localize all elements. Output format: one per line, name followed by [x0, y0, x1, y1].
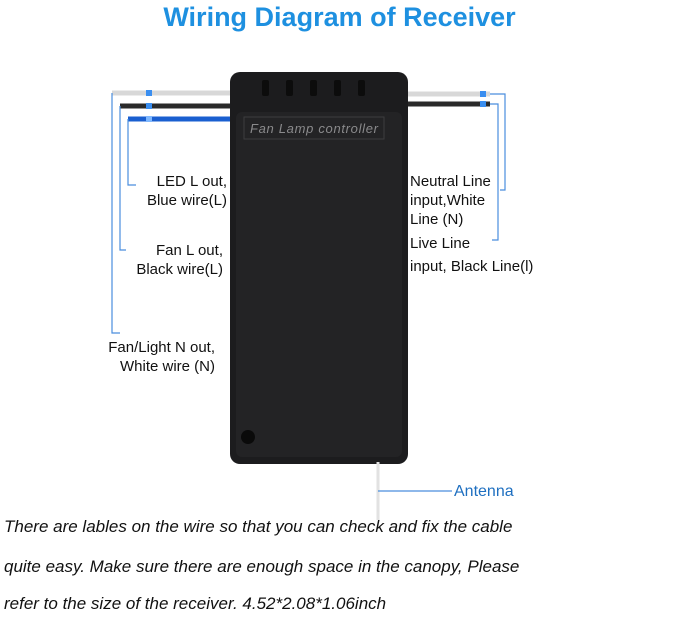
- receiver-device: Fan Lamp controller: [230, 72, 408, 464]
- label-neutral-in-line1: Neutral Line: [410, 173, 491, 190]
- description-line-2: quite easy. Make sure there are enough s…: [4, 557, 520, 576]
- label-live-in-line2: input, Black Line(l): [410, 258, 534, 275]
- description-line-3: refer to the size of the receiver. 4.52*…: [4, 594, 387, 613]
- label-neutral-in: Neutral Line input,White Line (N): [410, 172, 491, 229]
- label-fan-line1: Fan L out,: [156, 242, 223, 259]
- callout-lines-right: [490, 93, 506, 241]
- label-fan-out: Fan L out, Black wire(L): [136, 241, 223, 279]
- label-led-out: LED L out, Blue wire(L): [147, 172, 227, 210]
- diagram-title: Wiring Diagram of Receiver: [163, 2, 516, 32]
- label-led-line1: LED L out,: [156, 173, 227, 190]
- left-wires: [112, 90, 232, 122]
- label-neutral-in-line3: Line (N): [410, 211, 464, 228]
- label-led-line2: Blue wire(L): [146, 192, 227, 209]
- label-live-in-line1: Live Line: [410, 235, 471, 252]
- antenna-port: [241, 430, 255, 444]
- description-line-1: There are lables on the wire so that you…: [4, 517, 513, 536]
- label-neutral-out: Fan/Light N out, White wire (N): [108, 338, 215, 376]
- label-antenna: Antenna: [454, 483, 514, 500]
- label-neutral-in-line2: input,White: [410, 192, 486, 209]
- wiring-diagram: Fan Lamp controller: [111, 72, 506, 520]
- device-label-plate: [243, 116, 385, 140]
- callout-lines-left: [111, 93, 136, 334]
- device-label: Fan Lamp controller: [250, 121, 379, 136]
- label-live-in: Live Line input, Black Line(l): [410, 234, 533, 276]
- right-wires: [405, 91, 490, 107]
- label-fan-line2: Black wire(L): [136, 261, 223, 278]
- label-neutral-out-line2: White wire (N): [119, 358, 215, 375]
- label-neutral-out-line1: Fan/Light N out,: [108, 339, 215, 356]
